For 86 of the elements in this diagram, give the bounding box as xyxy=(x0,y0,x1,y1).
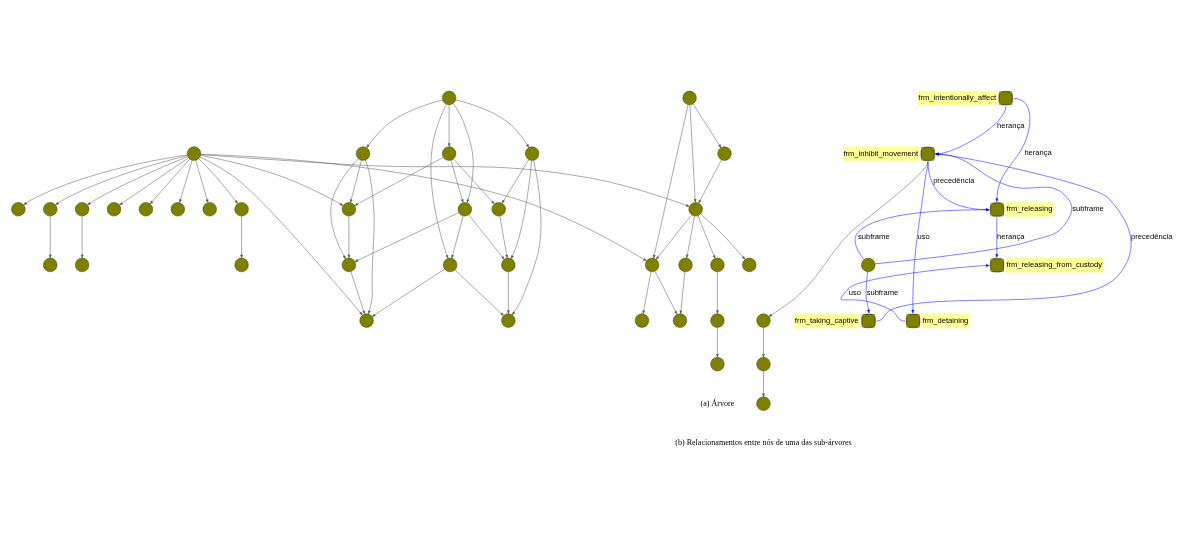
arrow xyxy=(840,264,990,322)
label: (b) Relacionamentos entre nós de uma das sub-árvores xyxy=(675,438,852,448)
node-circle xyxy=(442,90,457,105)
arrow xyxy=(450,160,464,203)
arrow xyxy=(700,213,746,260)
arrow xyxy=(762,370,765,398)
arrow xyxy=(80,216,84,259)
arrow xyxy=(716,271,719,314)
arrow xyxy=(762,327,765,358)
arrow xyxy=(371,268,445,317)
arrow xyxy=(240,216,243,259)
arrow xyxy=(198,158,238,204)
arrow xyxy=(149,158,190,205)
node-circle xyxy=(202,202,217,217)
arrow xyxy=(179,160,193,203)
node-circle xyxy=(443,257,458,273)
arrow xyxy=(768,161,929,317)
node-circle xyxy=(688,202,703,217)
arrow xyxy=(451,215,464,259)
arrow xyxy=(874,152,1073,265)
arrow xyxy=(654,271,678,315)
arrow xyxy=(716,327,719,358)
node-circle xyxy=(682,90,697,105)
node-circle xyxy=(75,257,90,273)
arrow xyxy=(642,271,652,315)
node-circle xyxy=(170,202,185,217)
arrow xyxy=(689,104,697,203)
arrow xyxy=(501,159,529,204)
label: (a) Árvore xyxy=(700,398,735,408)
arrow xyxy=(350,160,362,203)
node-circle xyxy=(710,313,725,328)
arrow xyxy=(454,269,504,316)
arrow xyxy=(655,214,692,260)
arrow xyxy=(199,156,363,316)
node-circle xyxy=(756,357,771,372)
arrow xyxy=(354,157,444,206)
arrow xyxy=(697,215,716,259)
arrow xyxy=(55,155,188,206)
arrow xyxy=(87,156,188,206)
node-circle xyxy=(710,357,725,372)
node-circle xyxy=(672,313,688,328)
arrow xyxy=(453,158,495,205)
arrow xyxy=(935,105,1007,156)
node-circle xyxy=(234,257,249,273)
arrow xyxy=(23,154,188,206)
arrow xyxy=(679,271,686,315)
arrow xyxy=(507,271,510,314)
arrow xyxy=(692,103,722,148)
arrow xyxy=(350,271,365,315)
arrow xyxy=(354,212,459,262)
arrow xyxy=(366,99,443,148)
arrow xyxy=(911,161,929,314)
node-circle xyxy=(186,146,202,161)
node-circle xyxy=(43,257,58,273)
node-circle xyxy=(756,396,771,411)
arrow xyxy=(200,154,690,207)
arrow xyxy=(447,104,451,147)
arrow xyxy=(468,214,505,260)
node-circle xyxy=(678,257,693,273)
arrow xyxy=(510,160,532,259)
arrow xyxy=(995,98,1031,202)
arrow xyxy=(698,159,722,204)
arrow xyxy=(430,104,449,259)
arrow xyxy=(995,217,999,258)
arrow xyxy=(347,216,351,259)
arrow xyxy=(330,158,359,260)
arrow xyxy=(452,103,474,203)
arrow xyxy=(365,159,375,315)
arrow xyxy=(48,216,52,259)
arrow xyxy=(865,271,870,314)
node-circle xyxy=(861,257,876,273)
arrow xyxy=(854,208,990,260)
arrow xyxy=(876,152,1132,322)
arrow xyxy=(927,161,990,212)
node-circle xyxy=(634,313,650,328)
node-circle xyxy=(457,202,472,217)
arrow xyxy=(512,160,542,316)
node-circle xyxy=(442,146,457,161)
arrow xyxy=(200,155,344,206)
arrow xyxy=(119,157,189,206)
arrow xyxy=(652,104,689,259)
arrow xyxy=(200,154,647,262)
arrow xyxy=(685,215,695,259)
arrow xyxy=(455,99,530,148)
arrow xyxy=(499,215,508,259)
arrow xyxy=(195,160,209,203)
